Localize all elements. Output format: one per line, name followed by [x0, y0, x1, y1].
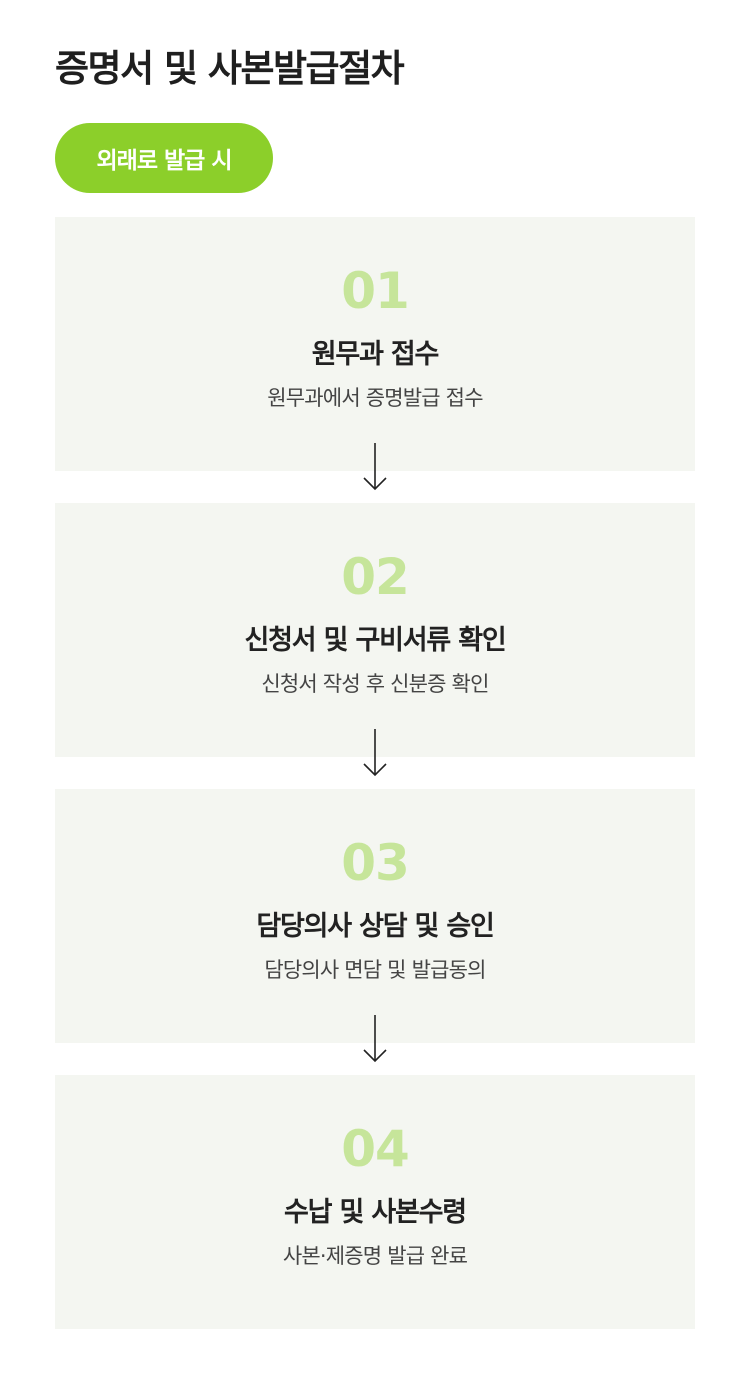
step-description: 원무과에서 증명발급 접수 — [267, 386, 483, 410]
step-description: 신청서 작성 후 신분증 확인 — [261, 672, 489, 696]
step-number: 03 — [341, 834, 410, 892]
step-title: 신청서 및 구비서류 확인 — [244, 625, 507, 656]
step-list: 01 원무과 접수 원무과에서 증명발급 접수 02 신청서 및 구비서류 확인… — [55, 217, 695, 1361]
step-card: 02 신청서 및 구비서류 확인 신청서 작성 후 신분증 확인 — [55, 503, 695, 777]
step-card: 04 수납 및 사본수령 사본·제증명 발급 완료 — [55, 1075, 695, 1329]
step-card: 03 담당의사 상담 및 승인 담당의사 면담 및 발급동의 — [55, 789, 695, 1063]
tab-outpatient[interactable]: 외래로 발급 시 — [55, 123, 273, 193]
step-number: 02 — [341, 548, 410, 606]
step-title: 원무과 접수 — [311, 339, 440, 370]
arrow-down-icon — [363, 1015, 387, 1063]
step-title: 담당의사 상담 및 승인 — [256, 911, 495, 942]
step-card: 01 원무과 접수 원무과에서 증명발급 접수 — [55, 217, 695, 491]
page-title: 증명서 및 사본발급절차 — [55, 47, 405, 90]
step-number: 04 — [341, 1120, 410, 1178]
step-number: 01 — [341, 262, 410, 320]
step-title: 수납 및 사본수령 — [284, 1197, 467, 1228]
step-description: 담당의사 면담 및 발급동의 — [264, 958, 486, 982]
arrow-down-icon — [363, 443, 387, 491]
arrow-down-icon — [363, 729, 387, 777]
step-description: 사본·제증명 발급 완료 — [282, 1244, 468, 1268]
